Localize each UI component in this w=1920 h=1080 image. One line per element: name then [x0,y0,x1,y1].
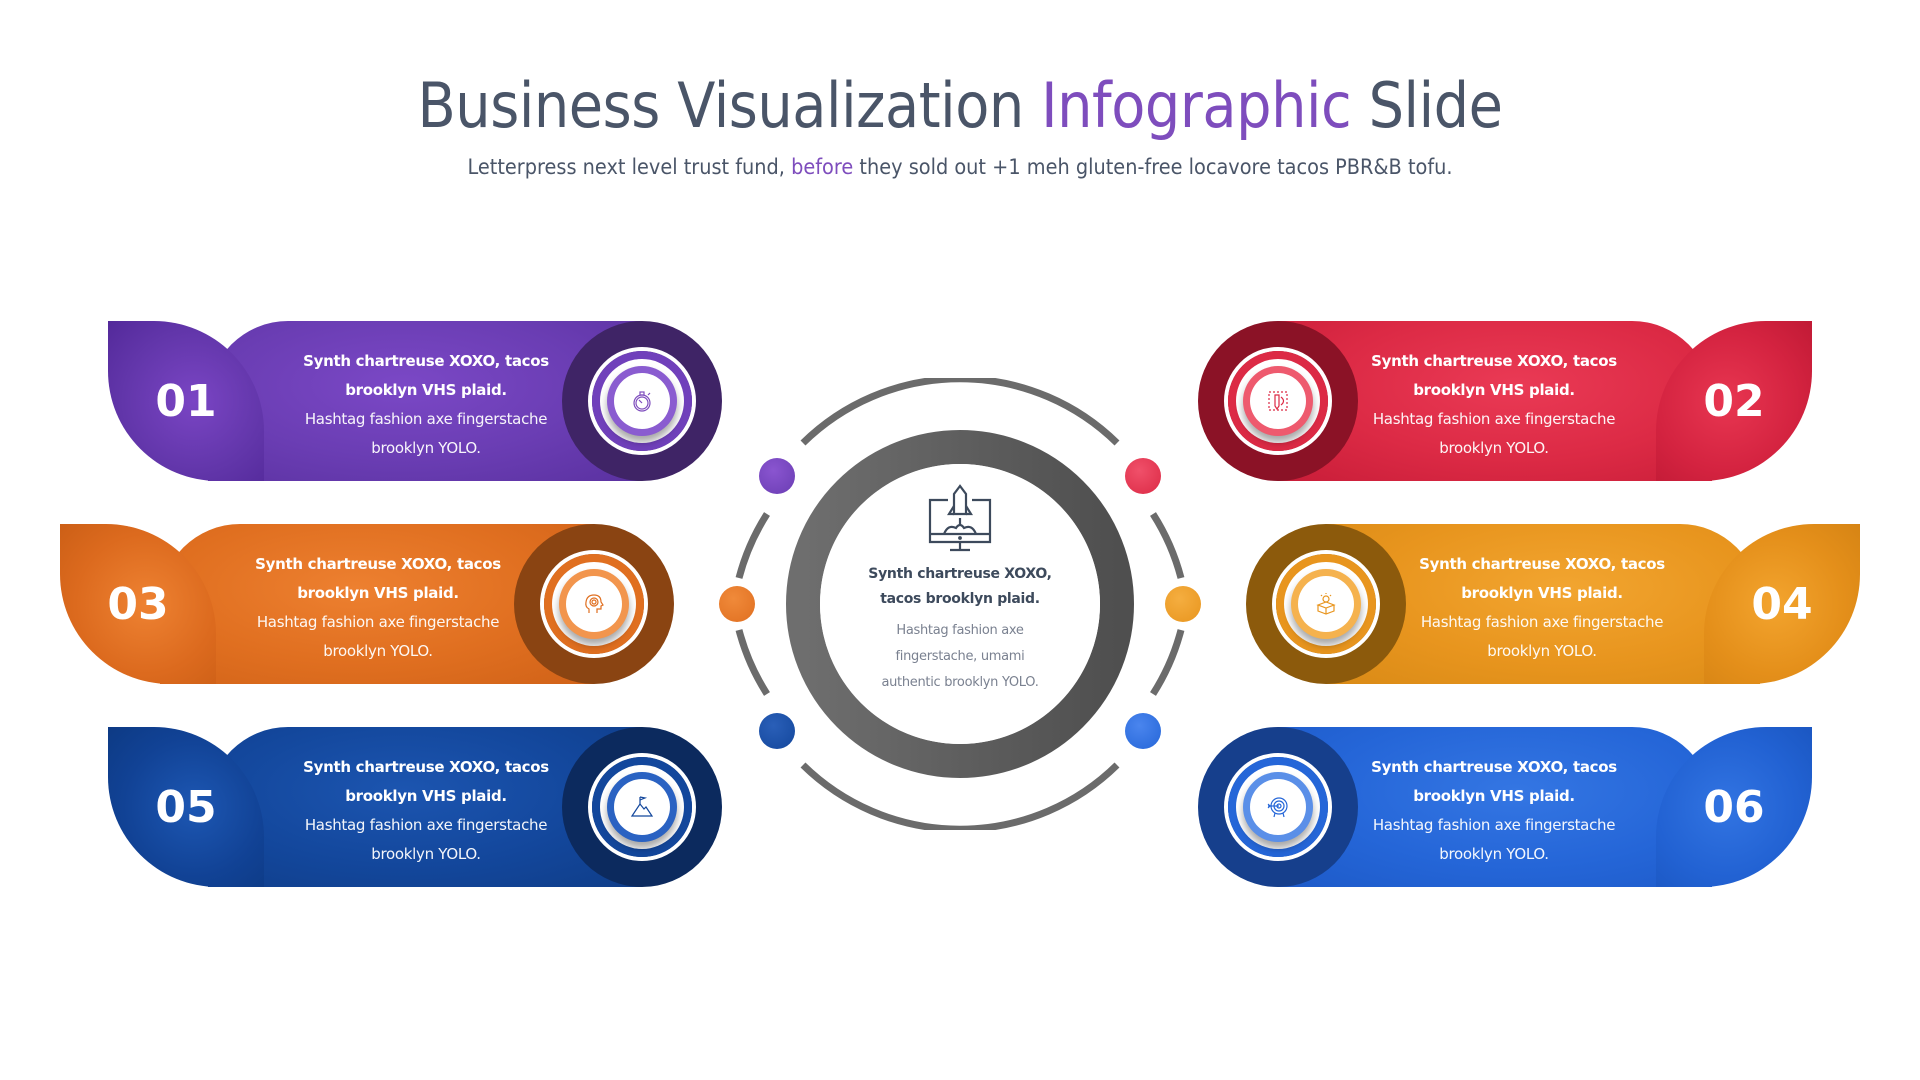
card-text: Synth chartreuse XOXO, tacos brooklyn VH… [238,550,518,666]
card-heading-line2: brooklyn VHS plaid. [345,787,507,805]
step-card-02: 02 Synth chartreuse XOXO, tacos brooklyn… [1198,321,1812,481]
card-heading-line2: brooklyn VHS plaid. [1413,381,1575,399]
card-heading-line1: Synth chartreuse XOXO, tacos [1371,352,1617,370]
card-heading-line2: brooklyn VHS plaid. [1461,584,1623,602]
rocket-launch-monitor-icon [928,484,992,552]
target-arrow-icon [1250,779,1306,835]
card-desc-line2: brooklyn YOLO. [323,642,433,660]
icon-disc [1198,727,1358,887]
title-accent-text: Infographic [1041,69,1352,142]
slide-title: Business Visualization Infographic Slide [96,66,1824,146]
design-pencil-icon [1250,373,1306,429]
icon-disc [562,321,722,481]
icon-disc [1246,524,1406,684]
card-desc-line1: Hashtag fashion axe fingerstache [304,410,548,428]
slide-subtitle: Letterpress next level trust fund, befor… [77,152,1843,182]
icon-ring-outer [588,347,696,455]
card-desc-line2: brooklyn YOLO. [1439,845,1549,863]
step-card-01: 01 Synth chartreuse XOXO, tacos brooklyn… [108,321,722,481]
hub-dot-purple [759,458,795,494]
hub-content: Synth chartreuse XOXO, tacos brooklyn pl… [820,464,1100,744]
hub-heading-line1: Synth chartreuse XOXO, [868,566,1052,582]
card-text: Synth chartreuse XOXO, tacos brooklyn VH… [286,347,566,463]
hub-rings [735,378,1185,830]
card-heading-line1: Synth chartreuse XOXO, tacos [1419,555,1665,573]
card-heading-line1: Synth chartreuse XOXO, tacos [255,555,501,573]
card-heading-line1: Synth chartreuse XOXO, tacos [303,352,549,370]
idea-box-icon [1298,576,1354,632]
step-card-03: 03 Synth chartreuse XOXO, tacos brooklyn… [60,524,674,684]
card-heading-line2: brooklyn VHS plaid. [297,584,459,602]
card-desc-line2: brooklyn YOLO. [371,845,481,863]
card-text: Synth chartreuse XOXO, tacos brooklyn VH… [1354,753,1634,869]
title-text-end: Slide [1351,69,1503,142]
card-text: Synth chartreuse XOXO, tacos brooklyn VH… [1354,347,1634,463]
subtitle-accent-text: before [791,155,854,179]
step-number: 05 [155,781,217,833]
hub-description: Hashtag fashion axe fingerstache, umami … [850,618,1070,696]
subtitle-text: Letterpress next level trust fund, [467,155,792,179]
step-number: 01 [155,375,217,427]
step-number: 02 [1703,375,1765,427]
step-card-04: 04 Synth chartreuse XOXO, tacos brooklyn… [1246,524,1860,684]
icon-ring-outer [540,550,648,658]
hub-dot-orange [719,586,755,622]
icon-disc [1198,321,1358,481]
step-number: 06 [1703,781,1765,833]
icon-ring-outer [1224,753,1332,861]
hub-dot-red [1125,458,1161,494]
hub-dot-blue [1125,713,1161,749]
hub-dot-amber [1165,586,1201,622]
stopwatch-icon [614,373,670,429]
card-desc-line1: Hashtag fashion axe fingerstache [1372,410,1616,428]
center-hub: Synth chartreuse XOXO, tacos brooklyn pl… [719,378,1201,830]
hub-desc-line2: fingerstache, umami [895,649,1025,664]
card-desc-line1: Hashtag fashion axe fingerstache [256,613,500,631]
card-desc-line2: brooklyn YOLO. [1487,642,1597,660]
card-desc-line1: Hashtag fashion axe fingerstache [1420,613,1664,631]
card-heading-line2: brooklyn VHS plaid. [1413,787,1575,805]
step-number: 03 [107,578,169,630]
card-desc-line1: Hashtag fashion axe fingerstache [1372,816,1616,834]
hub-desc-line3: authentic brooklyn YOLO. [881,675,1039,690]
step-card-05: 05 Synth chartreuse XOXO, tacos brooklyn… [108,727,722,887]
title-text: Business Visualization [417,69,1042,142]
step-number: 04 [1751,578,1813,630]
icon-disc [514,524,674,684]
icon-ring-outer [1224,347,1332,455]
mountain-flag-icon [614,779,670,835]
card-heading-line1: Synth chartreuse XOXO, tacos [303,758,549,776]
card-desc-line2: brooklyn YOLO. [1439,439,1549,457]
card-desc-line2: brooklyn YOLO. [371,439,481,457]
card-desc-line1: Hashtag fashion axe fingerstache [304,816,548,834]
icon-ring-outer [1272,550,1380,658]
hub-desc-line1: Hashtag fashion axe [896,623,1024,638]
head-brain-icon [566,576,622,632]
card-text: Synth chartreuse XOXO, tacos brooklyn VH… [286,753,566,869]
card-heading-line2: brooklyn VHS plaid. [345,381,507,399]
icon-disc [562,727,722,887]
subtitle-text-end: they sold out +1 meh gluten-free locavor… [853,155,1453,179]
hub-dot-navy [759,713,795,749]
hub-heading: Synth chartreuse XOXO, tacos brooklyn pl… [840,562,1080,612]
step-card-06: 06 Synth chartreuse XOXO, tacos brooklyn… [1198,727,1812,887]
card-text: Synth chartreuse XOXO, tacos brooklyn VH… [1402,550,1682,666]
card-heading-line1: Synth chartreuse XOXO, tacos [1371,758,1617,776]
icon-ring-outer [588,753,696,861]
hub-heading-line2: tacos brooklyn plaid. [880,591,1040,607]
